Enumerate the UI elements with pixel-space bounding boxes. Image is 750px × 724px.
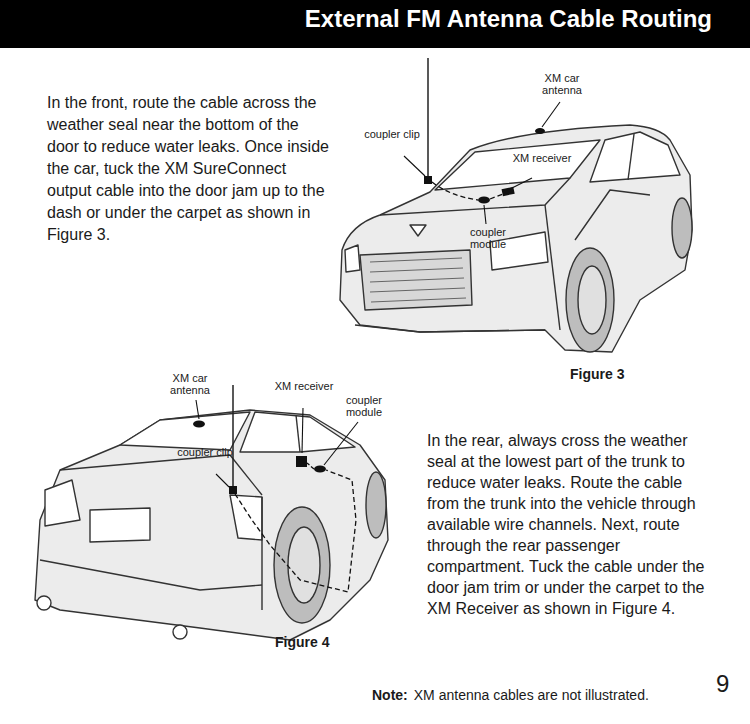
part-label: XM car antenna <box>158 372 222 396</box>
note-heading: Note: <box>372 686 408 704</box>
part-label: coupler clip <box>362 128 422 140</box>
part-label: XM car antenna <box>530 72 594 96</box>
note-text: XM antenna cables are not illustrated. <box>414 686 649 704</box>
front-car-drawing <box>340 58 692 352</box>
part-label: coupler clip <box>175 446 235 458</box>
figure-caption: Figure 3 <box>570 365 660 383</box>
part-label: coupler module <box>332 394 396 418</box>
title-bar <box>0 0 750 48</box>
front-car-parts <box>424 128 545 204</box>
part-label: XM receiver <box>512 152 572 164</box>
part-label: coupler module <box>456 226 520 250</box>
figure-caption: Figure 4 <box>275 633 365 651</box>
page-number: 9 <box>716 670 740 698</box>
part-label: XM receiver <box>274 380 334 392</box>
leader-lines <box>196 400 358 487</box>
body-text: In the front, route the cable across the… <box>47 92 335 246</box>
rear-car-drawing <box>35 385 388 640</box>
body-text: In the rear, always cross the weather se… <box>427 430 715 619</box>
page-title: External FM Antenna Cable Routing <box>305 4 712 34</box>
